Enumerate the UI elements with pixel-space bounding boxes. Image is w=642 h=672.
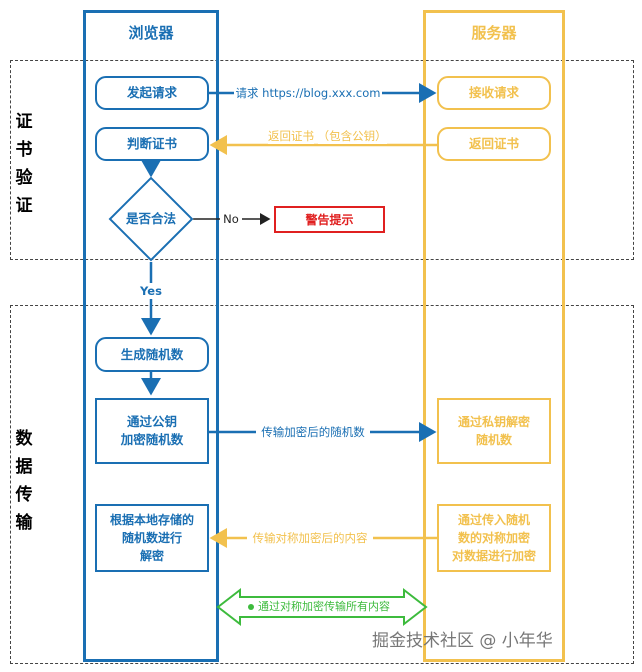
private-decrypt-node: 通过私钥解密 随机数 [437,398,551,464]
private-decrypt-line1: 通过私钥解密 [457,415,530,429]
server-lane-title: 服务器 [471,24,517,42]
request-edge-label: 请求 https://blog.xxx.com [234,85,382,101]
data-transfer-label: 数据传输 [15,429,33,533]
watermark: 掘金技术社区 @ 小年华 [372,631,553,651]
gen-random-node: 生成随机数 [95,337,209,372]
symmetric-double-arrow [216,587,428,627]
encrypt-random-node: 通过公钥 加密随机数 [95,398,209,464]
sym-encrypt-line2: 数的对称加密 [457,531,530,545]
send-encrypted-random-label: 传输加密后的随机数 [256,424,370,440]
send-sym-encrypted-label: 传输对称加密后的内容 [247,530,373,546]
decrypt-local-line3: 解密 [139,549,164,563]
cert-verification-section [10,60,634,260]
server-lane [423,10,565,662]
data-transfer-section [10,305,634,664]
symmetric-bullet [248,604,254,610]
decrypt-local-line2: 随机数进行 [121,531,182,545]
judge-cert-node: 判断证书 [95,127,209,161]
decrypt-local-line1: 根据本地存储的 [109,513,194,527]
warning-node: 警告提示 [274,206,385,233]
all-sym-label: 通过对称加密传输所有内容 [258,600,390,613]
receive-request-node: 接收请求 [437,76,551,110]
send-request-node: 发起请求 [95,76,209,110]
sym-encrypt-line3: 对数据进行加密 [451,549,536,563]
cert-verification-label: 证书验证 [15,112,33,216]
decrypt-local-node: 根据本地存储的 随机数进行 解密 [95,504,209,572]
no-edge-label: No [220,211,242,227]
return-cert-edge-line1: 返回证书 [268,128,314,144]
encrypt-random-line1: 通过公钥 [126,414,177,429]
browser-lane-title: 浏览器 [128,24,174,42]
browser-lane [83,10,219,662]
private-decrypt-line2: 随机数 [475,433,512,447]
encrypt-random-line2: 加密随机数 [120,432,184,447]
yes-edge-label: Yes [136,283,166,299]
return-cert-edge-label: 返回证书 （包含公钥） [268,128,387,144]
sym-encrypt-node: 通过传入随机 数的对称加密 对数据进行加密 [437,504,551,572]
valid-label: 是否合法 [125,211,176,226]
sym-encrypt-line1: 通过传入随机 [457,513,530,527]
return-cert-edge-line2: （包含公钥） [317,128,387,144]
return-cert-node: 返回证书 [437,127,551,161]
